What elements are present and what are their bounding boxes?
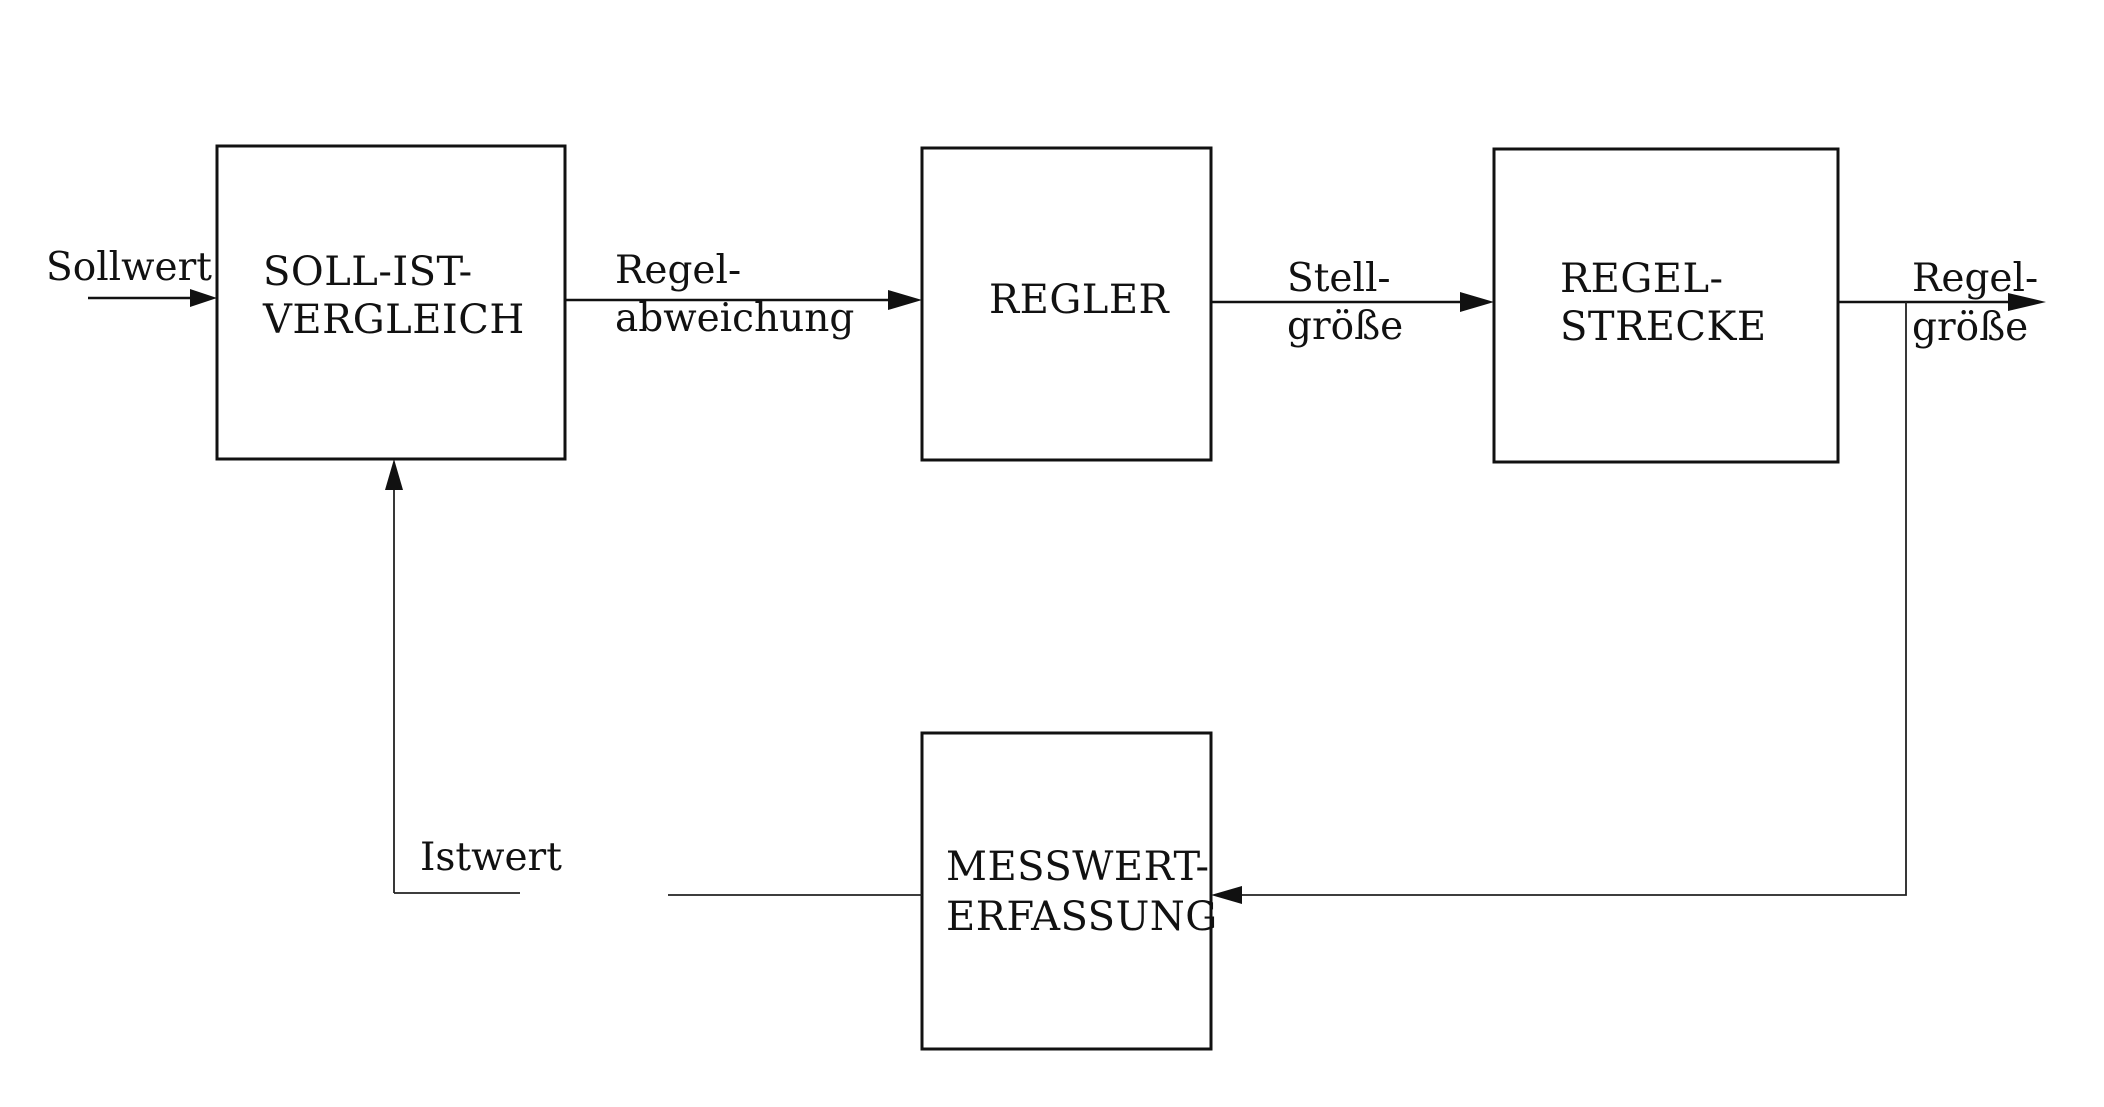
label-regelabweichung-line1: Regel- (615, 248, 741, 293)
arrow-sollwert-head (190, 289, 217, 307)
signal-regelgroesse: Regel- größe (1838, 256, 2046, 350)
signal-stellgroesse: Stell- größe (1211, 256, 1494, 349)
label-sollwert: Sollwert (46, 245, 212, 290)
istwert-arrow-head (385, 459, 403, 490)
block-regler: REGLER (920, 146, 1213, 462)
block-messwerterfassung-line2: ERFASSUNG (946, 894, 1218, 940)
signal-sollwert: Sollwert (46, 245, 217, 307)
block-regelstrecke-frame (1492, 147, 1840, 464)
block-regler-line1: REGLER (989, 277, 1171, 323)
block-regelstrecke-line2: STRECKE (1560, 304, 1767, 350)
label-regelgroesse-line1: Regel- (1912, 256, 2038, 301)
feedback-branch-line (1233, 302, 1907, 896)
signal-regelabweichung: Regel- abweichung (565, 248, 922, 341)
block-messwerterfassung-frame (920, 731, 1213, 1051)
block-regler-frame (920, 146, 1213, 462)
feedback-branch-head (1211, 886, 1242, 904)
block-messwerterfassung: MESSWERT- ERFASSUNG (920, 731, 1218, 1051)
label-istwert: Istwert (420, 835, 562, 880)
block-soll-ist-vergleich: SOLL-IST- VERGLEICH (215, 144, 567, 461)
block-regelstrecke-line1: REGEL- (1560, 256, 1724, 302)
block-regelstrecke: REGEL- STRECKE (1492, 147, 1840, 464)
feedback-branch (1211, 302, 1907, 904)
block-soll-ist-vergleich-line1: SOLL-IST- (263, 249, 473, 295)
signal-istwert: Istwert (385, 459, 922, 896)
block-soll-ist-vergleich-line2: VERGLEICH (262, 297, 525, 343)
arrow-regelabweichung-head (888, 290, 922, 310)
block-soll-ist-vergleich-frame (215, 144, 567, 461)
block-messwerterfassung-line1: MESSWERT- (946, 844, 1210, 890)
arrow-stellgroesse-head (1460, 292, 1494, 312)
label-regelabweichung-line2: abweichung (615, 296, 854, 341)
label-regelgroesse-line2: größe (1912, 305, 2028, 350)
label-stellgroesse-line1: Stell- (1287, 256, 1391, 301)
label-stellgroesse-line2: größe (1287, 304, 1403, 349)
arrow-regelgroesse-head (2008, 293, 2046, 311)
